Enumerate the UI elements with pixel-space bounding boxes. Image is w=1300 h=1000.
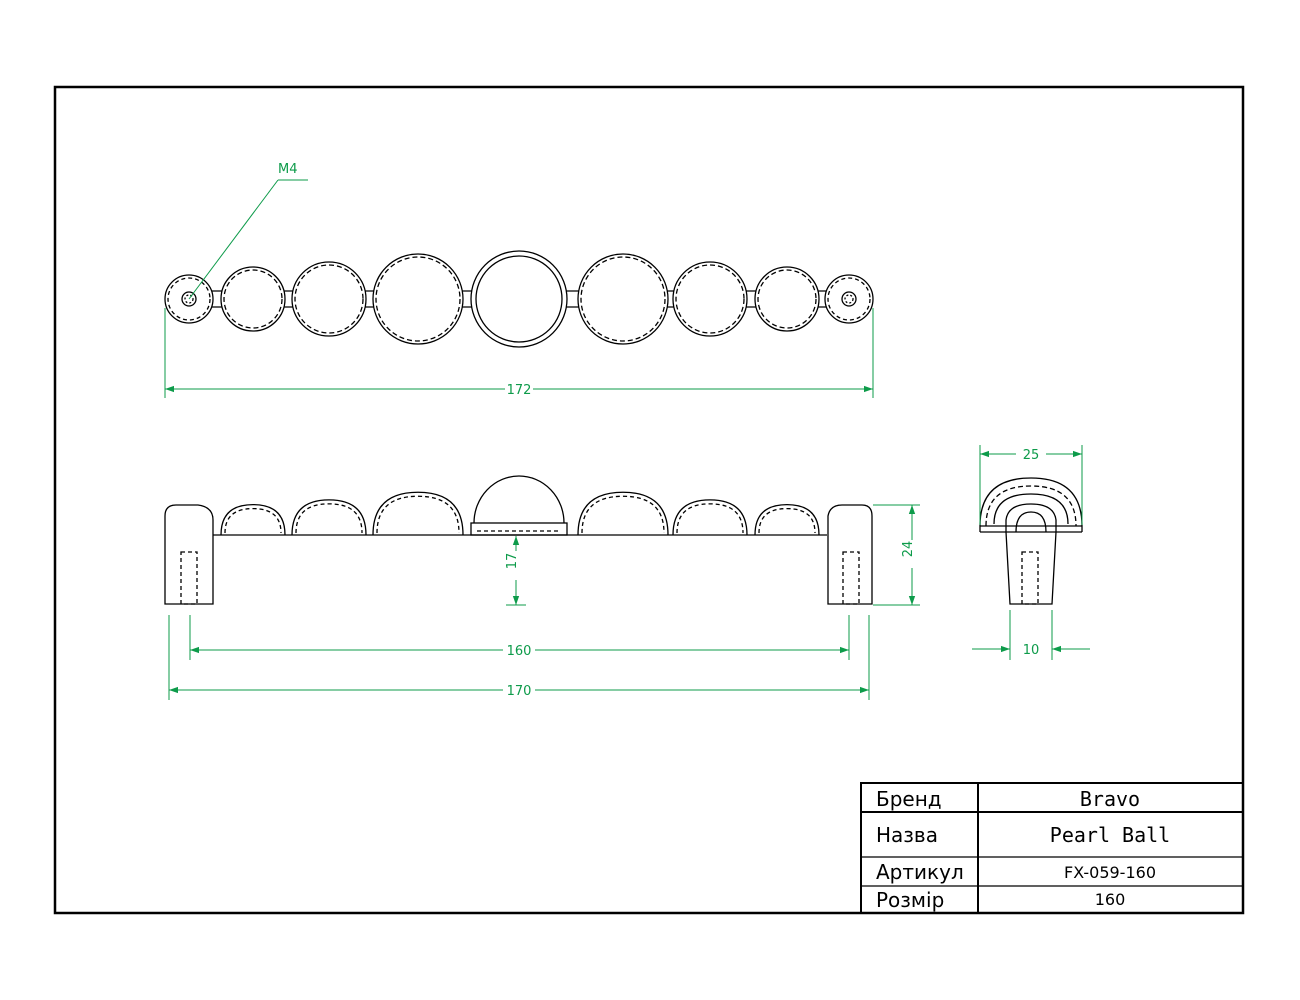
dimension-foot-width-value: 10 xyxy=(1023,643,1040,658)
thread-label: M4 xyxy=(278,162,298,177)
title-block-value-size: 160 xyxy=(1095,890,1126,909)
top-view-ball xyxy=(577,253,669,345)
title-block-label-brand: Бренд xyxy=(876,787,942,811)
front-view-dome xyxy=(372,491,464,536)
dimension-depth-value: 25 xyxy=(1023,448,1040,463)
front-view-domes xyxy=(220,475,820,536)
drawing-frame xyxy=(53,85,1245,915)
top-view-balls xyxy=(164,250,874,348)
title-block-value-article: FX-059-160 xyxy=(1064,863,1156,882)
front-view-dome xyxy=(754,503,820,536)
front-view xyxy=(164,475,873,605)
top-view-ball xyxy=(754,266,820,332)
top-view-ball xyxy=(220,266,286,332)
title-block xyxy=(860,782,1244,914)
front-view-dome xyxy=(672,499,748,536)
dimension-foot-width xyxy=(972,610,1090,660)
top-view xyxy=(164,250,874,348)
title-block-label-size: Розмір xyxy=(876,888,944,912)
front-view-dome xyxy=(220,503,286,536)
dimension-overall-front-value: 170 xyxy=(507,684,532,699)
dimension-clearance xyxy=(506,536,526,606)
top-view-ball xyxy=(672,261,748,337)
dimension-height xyxy=(873,504,920,606)
title-block-label-article: Артикул xyxy=(876,860,964,884)
top-view-ball xyxy=(824,274,874,324)
top-view-ball xyxy=(470,250,568,348)
dimension-overall-top xyxy=(164,308,874,398)
title-block-value-name: Pearl Ball xyxy=(1050,823,1170,847)
top-view-ball xyxy=(372,253,464,345)
front-view-dome xyxy=(470,475,568,536)
side-view xyxy=(979,477,1083,605)
dimension-clearance-value: 17 xyxy=(505,553,520,570)
top-view-ball xyxy=(291,261,367,337)
front-view-dome xyxy=(291,499,367,536)
dimension-height-value: 24 xyxy=(901,541,916,558)
dimension-overall-top-value: 172 xyxy=(507,383,532,398)
dimension-overall-front xyxy=(168,615,870,700)
dimension-center-distance xyxy=(189,615,850,660)
dimension-center-distance-value: 160 xyxy=(507,644,532,659)
dimension-depth xyxy=(979,445,1083,525)
thread-callout: M4 xyxy=(188,162,308,300)
title-block-label-name: Назва xyxy=(876,823,938,847)
title-block-value-brand: Bravo xyxy=(1080,787,1140,811)
front-view-dome xyxy=(577,491,669,536)
